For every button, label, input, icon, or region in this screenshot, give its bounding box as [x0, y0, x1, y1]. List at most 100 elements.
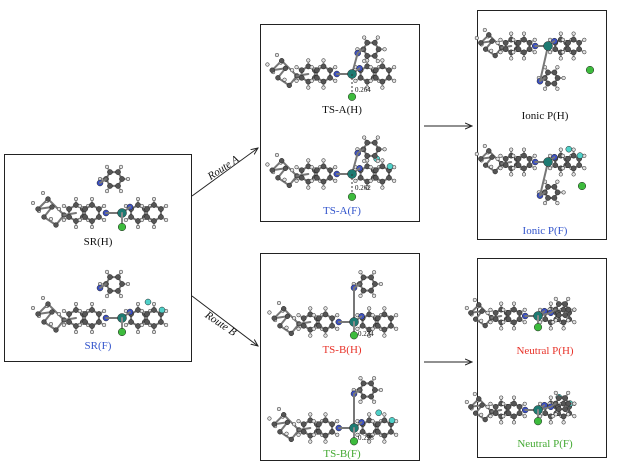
carbon-atom: [96, 319, 102, 325]
hydrogen-atom: [306, 158, 311, 163]
carbon-atom: [552, 162, 559, 169]
fluorine-atom: [158, 306, 166, 314]
hydrogen-atom: [135, 196, 141, 202]
carbon-atom: [379, 63, 386, 70]
carbon-atom: [82, 311, 88, 317]
hydrogen-atom: [501, 414, 506, 419]
hydrogen-atom: [566, 318, 571, 323]
carbon-atom: [552, 46, 559, 53]
hydrogen-atom: [89, 301, 95, 307]
carbon-atom: [560, 319, 567, 326]
hydrogen-atom: [102, 217, 107, 223]
carbon-atom: [314, 67, 320, 74]
carbon-atom: [357, 174, 364, 181]
hydrogen-atom: [566, 412, 571, 417]
carbon-atom: [542, 410, 549, 417]
hydrogen-atom: [309, 78, 314, 83]
bond: [353, 389, 361, 395]
hydrogen-atom: [382, 306, 387, 311]
carbon-atom: [371, 139, 378, 146]
hydrogen-atom: [495, 40, 500, 45]
carbon-atom: [45, 196, 51, 202]
ionic-panel: [477, 10, 607, 240]
carbon-atom: [314, 174, 320, 181]
hydrogen-atom: [548, 301, 553, 306]
hydrogen-atom: [392, 178, 397, 183]
carbon-atom: [562, 312, 569, 318]
hydrogen-atom: [335, 313, 340, 318]
carbon-atom: [298, 74, 305, 81]
hydrogen-atom: [372, 270, 377, 275]
hydrogen-atom: [394, 432, 399, 437]
carbon-atom: [551, 69, 558, 76]
hydrogen-atom: [522, 401, 527, 406]
carbon-atom: [107, 288, 113, 294]
hydrogen-atom: [321, 58, 326, 63]
hydrogen-atom: [495, 156, 500, 161]
hydrogen-atom: [89, 329, 95, 335]
carbon-atom: [554, 189, 561, 196]
hydrogen-atom: [555, 86, 560, 91]
carbon-atom: [360, 287, 367, 294]
carbon-atom: [555, 406, 562, 412]
hydrogen-atom: [118, 294, 124, 299]
carbon-atom: [516, 410, 523, 417]
hydrogen-atom: [532, 153, 537, 158]
hydrogen-atom: [48, 216, 54, 222]
hydrogen-atom: [40, 295, 46, 301]
carbon-atom: [45, 301, 51, 307]
hydrogen-atom: [282, 177, 287, 182]
hydrogen-atom: [553, 412, 558, 417]
carbon-atom: [359, 428, 366, 435]
carbon-atom: [282, 65, 289, 71]
ts-b-h-label: TS-B(H): [322, 344, 362, 356]
hydrogen-atom: [77, 217, 82, 223]
bond: [280, 159, 298, 177]
carbon-atom: [107, 183, 113, 189]
bond: [47, 303, 65, 321]
carbon-atom: [472, 410, 479, 416]
carbon-atom: [158, 206, 164, 212]
carbon-atom: [144, 319, 150, 325]
carbon-atom: [479, 308, 485, 314]
carbon-atom: [316, 428, 322, 435]
hydrogen-atom: [572, 414, 577, 419]
carbon-atom: [360, 380, 367, 387]
carbon-atom: [521, 152, 527, 159]
hydrogen-atom: [276, 300, 282, 306]
hydrogen-atom: [125, 281, 131, 287]
hydrogen-atom: [550, 414, 555, 419]
carbon-atom: [322, 432, 329, 439]
carbon-atom: [73, 323, 79, 329]
carbon-atom: [489, 38, 495, 44]
carbon-atom: [269, 67, 275, 73]
hydrogen-atom: [380, 185, 385, 190]
hydrogen-atom: [284, 431, 289, 436]
carbon-atom: [316, 315, 322, 322]
carbon-atom: [560, 413, 567, 420]
hydrogen-atom: [77, 308, 82, 314]
hydrogen-atom: [375, 35, 380, 40]
hydrogen-atom: [296, 326, 301, 331]
hydrogen-atom: [560, 37, 565, 42]
hydrogen-atom: [499, 326, 504, 331]
hydrogen-atom: [560, 50, 565, 55]
hydrogen-atom: [522, 320, 527, 325]
carbon-atom: [554, 75, 561, 81]
carbon-atom: [381, 417, 388, 424]
bond: [477, 303, 493, 319]
carbon-atom: [288, 330, 294, 337]
carbon-atom: [565, 162, 571, 169]
carbon-atom: [551, 184, 558, 190]
hydrogen-atom: [582, 50, 587, 55]
carbon-atom: [555, 312, 562, 318]
hydrogen-atom: [511, 50, 516, 55]
hydrogen-atom: [392, 65, 397, 70]
hydrogen-atom: [474, 151, 479, 157]
carbon-atom: [570, 36, 577, 43]
carbon-atom: [565, 46, 571, 53]
hydrogen-atom: [558, 56, 563, 61]
carbon-atom: [275, 75, 281, 81]
hydrogen-atom: [548, 166, 553, 171]
